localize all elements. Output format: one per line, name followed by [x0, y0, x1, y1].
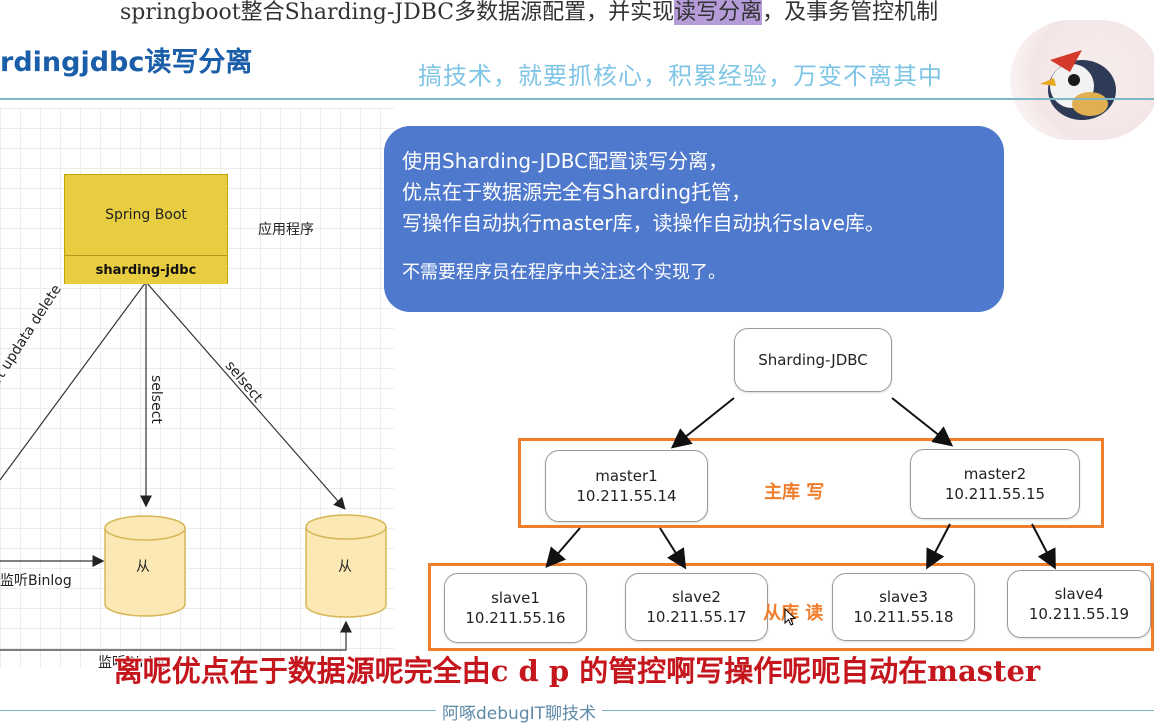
explanation-callout: 使用Sharding-JDBC配置读写分离， 优点在于数据源完全有Shardin… — [384, 126, 1004, 312]
sharding-jdbc-node: Sharding-JDBC — [734, 328, 892, 392]
callout-line-4: 不需要程序员在程序中关注这个实现了。 — [402, 262, 726, 283]
footer-watermark: 阿啄debugIT聊技术 — [436, 699, 603, 724]
slave3-node: slave3 10.211.55.18 — [832, 573, 975, 641]
spring-boot-app-box: Spring Boot sharding-jdbc — [64, 174, 228, 284]
mascot-logo — [1010, 20, 1154, 140]
slave1-ip: 10.211.55.16 — [465, 609, 566, 627]
callout-line-2: 优点在于数据源完全有Sharding托管， — [402, 180, 752, 204]
banner-highlight: 读写分离 — [674, 0, 763, 25]
root-node-label: Sharding-JDBC — [758, 351, 868, 369]
callout-line-3: 写操作自动执行master库，读操作自动执行slave库。 — [402, 211, 885, 235]
master1-ip: 10.211.55.14 — [576, 487, 677, 505]
banner-prefix: springboot整合Sharding-JDBC多数据源配置，并实现 — [120, 0, 675, 25]
slave3-ip: 10.211.55.18 — [853, 608, 954, 626]
binlog-label-1: 监听Binlog — [0, 573, 72, 589]
db-cylinder-right — [305, 514, 387, 618]
db-right-label: 从 — [338, 559, 352, 575]
slave1-node: slave1 10.211.55.16 — [444, 573, 587, 643]
mouse-cursor-icon — [784, 608, 796, 626]
master2-name: master2 — [963, 465, 1027, 483]
title-divider — [0, 98, 1154, 100]
slave1-name: slave1 — [491, 589, 540, 607]
db-mid-label: 从 — [136, 559, 150, 575]
master-group-frame — [518, 438, 1104, 528]
slave-group-label: 从库 读 — [763, 603, 824, 624]
master1-node: master1 10.211.55.14 — [545, 450, 708, 522]
binlog-label-2: 监听Binlog — [98, 655, 170, 671]
db-cylinder-mid — [104, 515, 186, 617]
app-sharding-jdbc-label: sharding-jdbc — [65, 255, 227, 284]
slave2-name: slave2 — [672, 588, 721, 606]
slave4-node: slave4 10.211.55.19 — [1007, 570, 1151, 638]
edge-label-select-mid: selsect — [148, 375, 164, 424]
master1-name: master1 — [595, 467, 658, 485]
banner-suffix: ，及事务管控机制 — [762, 0, 939, 25]
master-group-label: 主库 写 — [764, 482, 825, 503]
slide-title: rdingjdbc读写分离 — [0, 47, 253, 78]
master2-node: master2 10.211.55.15 — [910, 449, 1080, 519]
app-caption: 应用程序 — [258, 222, 314, 238]
callout-line-1: 使用Sharding-JDBC配置读写分离， — [402, 149, 729, 173]
top-banner: springboot整合Sharding-JDBC多数据源配置，并实现读写分离，… — [0, 0, 1154, 26]
right-diagram-edges — [545, 397, 1056, 570]
left-diagram-edges — [0, 281, 387, 651]
slave4-ip: 10.211.55.19 — [1028, 605, 1130, 623]
slave-group-frame — [428, 563, 1154, 651]
slave3-name: slave3 — [879, 588, 928, 606]
app-spring-boot-label: Spring Boot — [65, 175, 227, 255]
video-subtitle: 离呢优点在于数据源呢完全由c d p 的管控啊写操作呢呃自动在master — [113, 654, 1041, 688]
slave2-node: slave2 10.211.55.17 — [625, 573, 768, 641]
master2-ip: 10.211.55.15 — [944, 485, 1046, 503]
slide-slogan: 搞技术，就要抓核心，积累经验，万变不离其中 — [418, 62, 943, 90]
bird-logo-icon — [1040, 50, 1116, 120]
slave2-ip: 10.211.55.17 — [646, 608, 747, 626]
banner-text: springboot整合Sharding-JDBC多数据源配置，并实现读写分离，… — [120, 0, 938, 26]
slave4-name: slave4 — [1054, 585, 1104, 603]
